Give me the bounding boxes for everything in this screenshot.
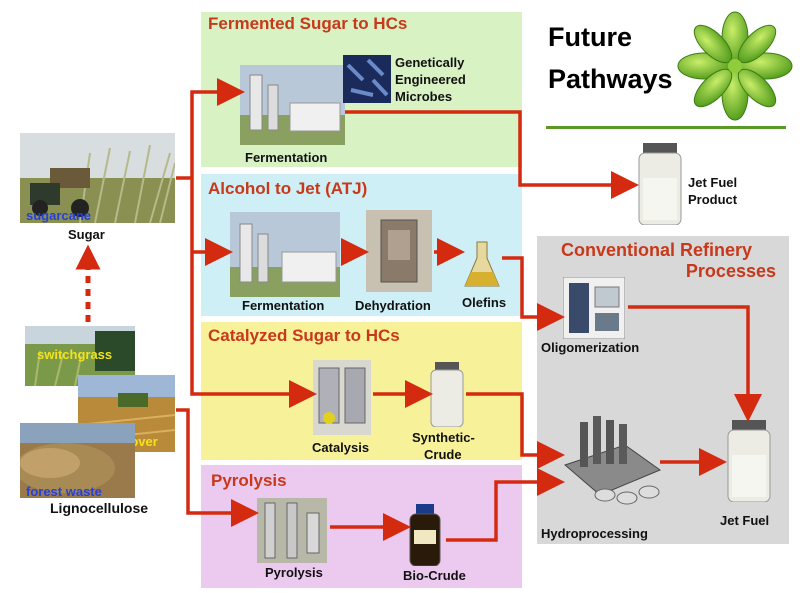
bio-crude-bottle — [408, 504, 442, 566]
label-synthetic-crude-line2: Crude — [424, 447, 462, 462]
label-catalysis: Catalysis — [312, 440, 370, 455]
label-lignocellulose: Lignocellulose — [50, 500, 149, 516]
overlay-sugarcane: sugarcane — [26, 208, 92, 223]
label-oligomerization: Oligomerization — [541, 340, 640, 355]
olefins-flask-icon — [463, 240, 501, 290]
overlay-forest-waste: forest waste — [26, 484, 102, 499]
fermentation-plant-photo-top — [240, 65, 345, 145]
label-microbes-line3: Microbes — [395, 89, 453, 104]
sugarcane-photo — [20, 133, 175, 223]
fermentation-plant-photo-atj — [230, 212, 340, 297]
overlay-switchgrass: switchgrass — [37, 347, 113, 362]
catalysis-photo — [313, 360, 371, 435]
dehydration-photo — [366, 210, 432, 292]
leaf-logo-icon — [676, 10, 794, 122]
label-fermentation-atj: Fermentation — [242, 298, 325, 313]
label-jet-fuel-product-line1: Jet Fuel — [688, 175, 738, 190]
jet-fuel-jar — [726, 420, 772, 502]
label-olefins: Olefins — [462, 295, 507, 310]
forest-waste-photo — [20, 423, 135, 498]
microbes-photo — [343, 55, 391, 103]
pyrolysis-photo — [257, 498, 327, 563]
header-underline — [546, 126, 786, 129]
synthetic-crude-jar — [430, 362, 464, 427]
panel-title-pyrolysis: Pyrolysis — [211, 471, 287, 490]
label-jet-fuel: Jet Fuel — [720, 513, 770, 528]
panel-title-atj: Alcohol to Jet (ATJ) — [208, 179, 368, 198]
label-jet-fuel-product-line2: Product — [688, 192, 738, 207]
oligomerization-photo — [563, 277, 625, 339]
panel-title-catalyzed: Catalyzed Sugar to HCs — [208, 326, 400, 345]
header-title-pathways: Pathways — [548, 64, 673, 94]
label-hydroprocessing: Hydroprocessing — [541, 526, 648, 541]
label-bio-crude: Bio-Crude — [403, 568, 466, 583]
label-sugar: Sugar — [68, 227, 105, 242]
panel-title-refinery-line1: Conventional Refinery — [561, 240, 753, 260]
label-synthetic-crude-line1: Synthetic- — [412, 430, 475, 445]
panel-title-refinery-line2: Processes — [685, 261, 776, 281]
label-pyrolysis: Pyrolysis — [265, 565, 323, 580]
panel-title-fermented: Fermented Sugar to HCs — [208, 14, 408, 33]
label-fermentation-top: Fermentation — [245, 150, 328, 165]
label-dehydration: Dehydration — [355, 298, 431, 313]
label-microbes-line1: Genetically — [395, 55, 465, 70]
hydroprocessing-plant-photo — [555, 410, 665, 510]
label-microbes-line2: Engineered — [395, 72, 466, 87]
jet-fuel-product-jar — [637, 143, 683, 225]
header-title-future: Future — [548, 22, 632, 52]
